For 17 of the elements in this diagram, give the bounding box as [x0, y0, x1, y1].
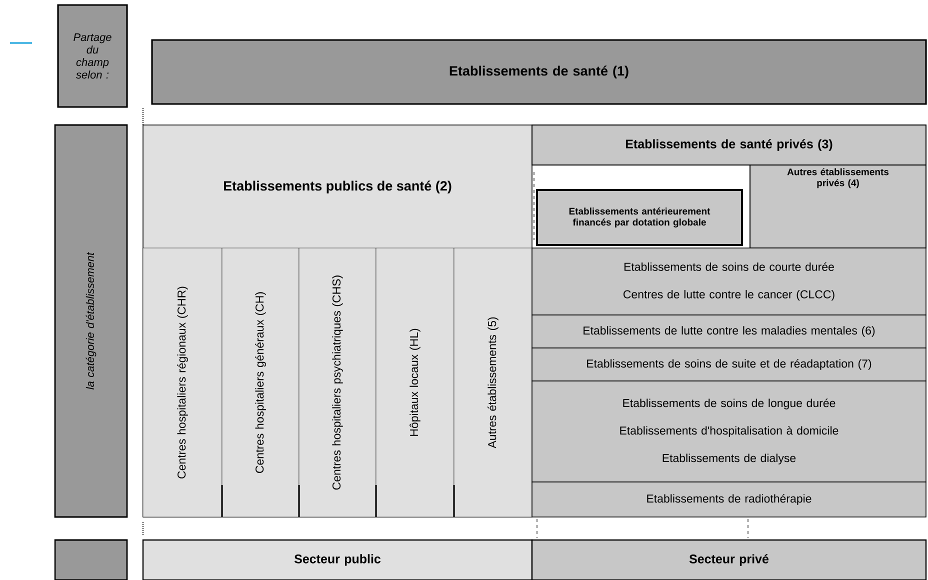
column-cell: Autres établissements (5) [454, 248, 532, 518]
category-box: la catégorie d'établissement [54, 124, 128, 518]
column-cell: Centres hospitaliers régionaux (CHR) [142, 248, 222, 518]
row-cell: Etablissements de soins de suite et de réadaptation (7) [532, 348, 926, 382]
category-band: Etablissements de santé (1) [151, 39, 927, 105]
category-box: Autres établissements privés (4) [750, 164, 926, 248]
column-cell: Centres hospitaliers psychiatriques (CHS) [298, 248, 376, 518]
category-box: Partage du champ selon : [57, 4, 128, 108]
header-band: Etablissements de santé privés (3) [532, 124, 926, 166]
category-box [54, 539, 128, 580]
row-cell: Etablissements de lutte contre les maladies mentales (6) [532, 314, 926, 348]
sector-band: Secteur privé [531, 539, 927, 580]
row-cell: Etablissements de radiothérapie [532, 482, 926, 518]
sector-band: Secteur public [142, 539, 533, 580]
column-cell: Centres hospitaliers généraux (CH) [222, 248, 300, 518]
category-box: Etablissements antérieurement financés par dotation globale [536, 189, 743, 246]
column-cell: Hôpitaux locaux (HL) [376, 248, 454, 518]
